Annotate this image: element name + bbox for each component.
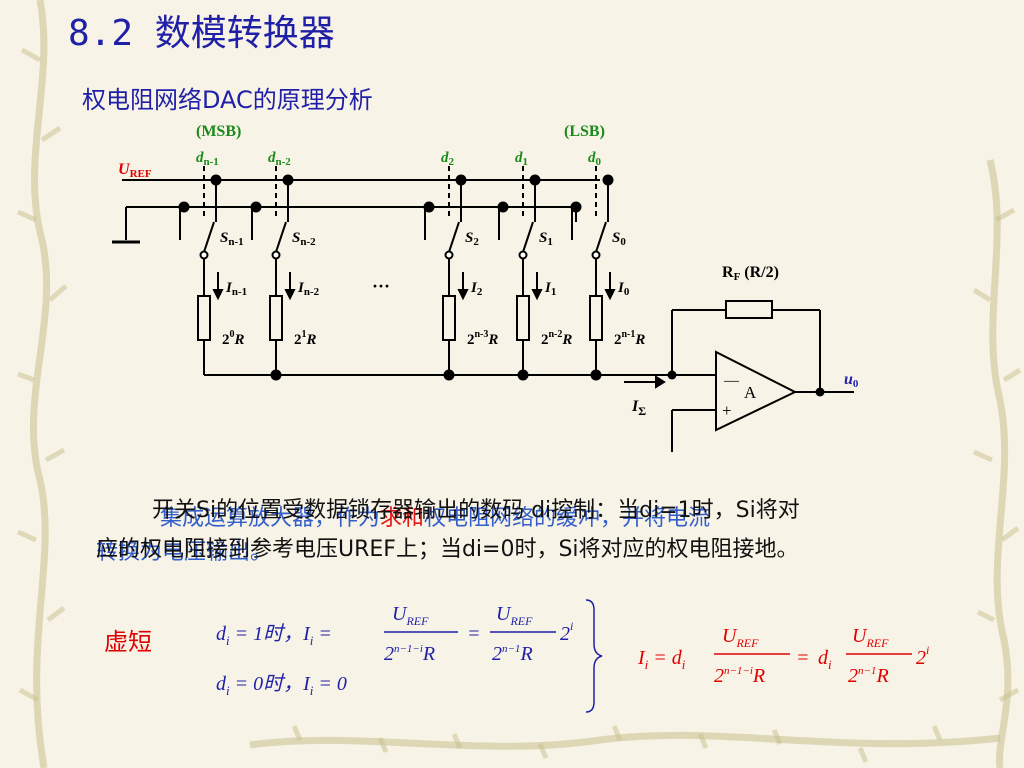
svg-text:2i: 2i: [916, 643, 929, 669]
bit-label: dn-2: [268, 150, 291, 168]
svg-text:=: =: [796, 647, 810, 669]
switch-blade: [275, 221, 287, 253]
uref-label: UREF: [118, 161, 152, 180]
svg-text:=: =: [467, 623, 481, 645]
switch-pivot: [444, 250, 454, 260]
ground-junction: [423, 201, 435, 213]
bit-label: d2: [441, 150, 455, 168]
current-label: I2: [470, 280, 483, 298]
opamp-description: 集成运算放大器，作为求和权电阻网络的缓冲，并将电流: [160, 506, 711, 531]
fraction2-den: 2n−1R: [492, 643, 533, 665]
ground-junction: [250, 201, 262, 213]
switch-pivot: [518, 250, 528, 260]
switch-blade: [448, 221, 460, 253]
switch-blade: [203, 221, 215, 253]
ground-junction: [178, 201, 190, 213]
fraction1-num: UREF: [392, 603, 429, 628]
formula-condition-1: di = 1时，Ii =: [216, 623, 332, 648]
switch-pivot: [199, 250, 209, 260]
bit-column: [178, 166, 224, 375]
fraction1-den: 2n−1−iR: [384, 643, 435, 665]
switch-description-line2: 应的权电阻接到参考电压UREF上；当di=0时，Si将对应的权电阻接地。: [96, 537, 799, 562]
svg-text:2n−1R: 2n−1R: [848, 665, 889, 687]
switch-label: S2: [465, 230, 479, 248]
op-amp: [715, 350, 798, 432]
switch-blade: [522, 221, 534, 253]
bit-column: [570, 166, 616, 381]
uref-junction: [210, 174, 222, 186]
uref-junction: [529, 174, 541, 186]
opamp-plus: +: [722, 401, 732, 420]
switch-label: Sn-1: [220, 230, 244, 248]
page-title: 8.2 数模转换器: [68, 13, 335, 54]
svg-text:UREF: UREF: [852, 625, 889, 650]
resistor-label: 2n-3R: [467, 329, 498, 348]
ellipsis: ···: [372, 276, 390, 296]
uref-junction: [282, 174, 294, 186]
brace: [585, 599, 603, 713]
switch-label: Sn-2: [292, 230, 316, 248]
current-label: In-2: [297, 280, 320, 298]
isum-label: IΣ: [631, 398, 646, 418]
switch-blade: [595, 221, 607, 253]
switch-label: S0: [612, 230, 626, 248]
current-label: I0: [617, 280, 630, 298]
formula-condition-2: di = 0时，Ii = 0: [216, 673, 347, 698]
fraction2-num: UREF: [496, 603, 533, 628]
resistor-label: 21R: [294, 329, 317, 348]
uref-junction: [602, 174, 614, 186]
virtual-short-label: 虚短: [104, 628, 152, 656]
rf-label: RF (R/2): [722, 264, 779, 283]
ground-junction: [497, 201, 509, 213]
uref-junction: [455, 174, 467, 186]
bit-label: d1: [515, 150, 528, 168]
resistor-label: 20R: [222, 329, 245, 348]
ground-junction: [570, 201, 582, 213]
opamp-minus: —: [723, 373, 740, 389]
current-label: In-1: [225, 280, 247, 298]
lsb-label: (LSB): [564, 123, 605, 140]
output-label: u0: [844, 371, 859, 390]
power-term: 2i: [560, 619, 573, 645]
bit-label: d0: [588, 150, 602, 168]
opamp-description-line2: 转换为电压输出。: [96, 540, 273, 565]
svg-text:di: di: [818, 647, 832, 672]
page-subtitle: 权电阻网络DAC的原理分析: [82, 86, 373, 114]
msb-label: (MSB): [196, 123, 241, 140]
current-label: I1: [544, 280, 556, 298]
resistor-label: 2n-2R: [541, 329, 572, 348]
svg-text:UREF: UREF: [722, 625, 759, 650]
opamp-label: A: [744, 383, 757, 402]
switch-pivot: [591, 250, 601, 260]
bit-column: [423, 166, 469, 381]
bit-label: dn-1: [196, 150, 219, 168]
switch-description: 开关Si的位置受数据锁存器输出的数码 di控制：当di=1时，Si将对: [152, 498, 800, 523]
switch-label: S1: [539, 230, 553, 248]
svg-text:2n−1−iR: 2n−1−iR: [714, 665, 765, 687]
result-formula: Ii = di: [637, 647, 686, 672]
resistor-label: 2n-1R: [614, 329, 645, 348]
switch-pivot: [271, 250, 281, 260]
